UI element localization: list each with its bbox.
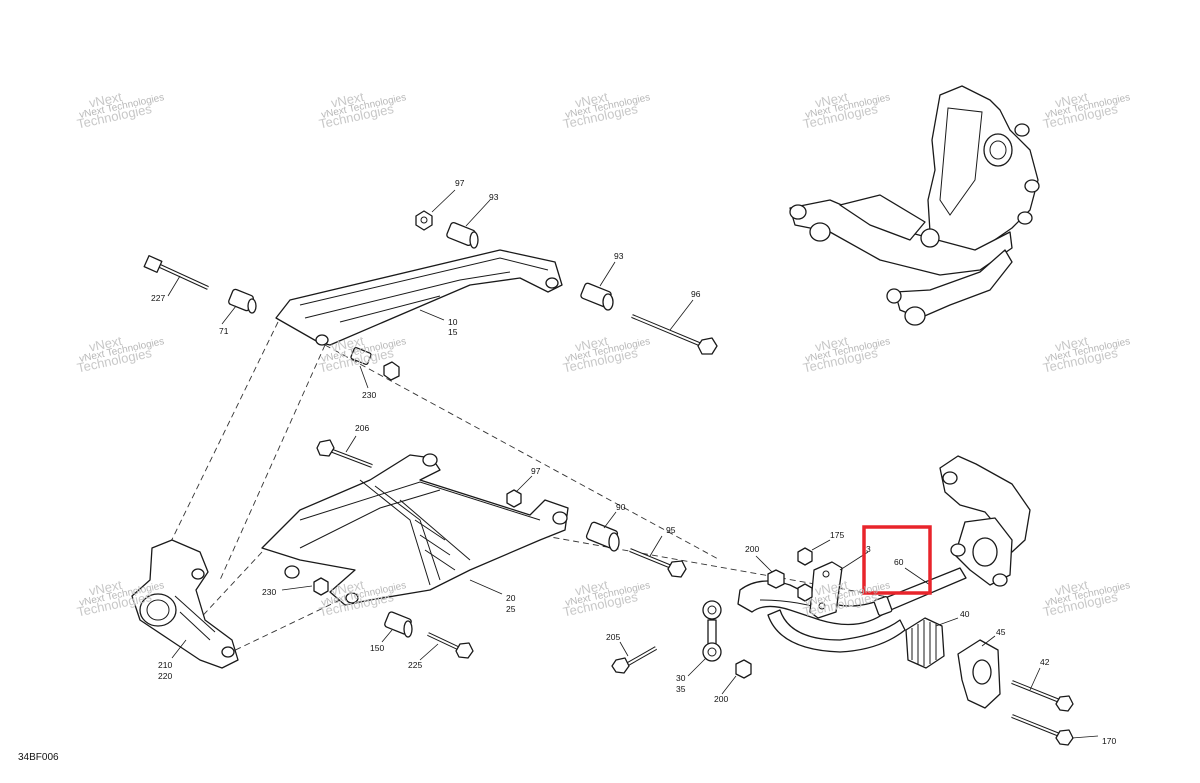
callout-97: 97 — [531, 466, 541, 476]
callout-175: 175 — [830, 530, 844, 540]
callout-45: 45 — [996, 627, 1006, 637]
callout-210: 210 — [158, 660, 172, 670]
svg-text:vNext: vNext — [1054, 89, 1090, 111]
callout-227: 227 — [151, 293, 165, 303]
callout-20: 20 — [506, 593, 516, 603]
leader-lines — [167, 189, 1099, 739]
bolt-206 — [316, 439, 373, 468]
bolt-170 — [1011, 714, 1074, 746]
callout-40: 40 — [960, 609, 970, 619]
bolt-227 — [143, 255, 209, 290]
nut-200-bottom — [735, 659, 752, 679]
callout-205: 205 — [606, 632, 620, 642]
callout-42: 42 — [1040, 657, 1050, 667]
callout-15: 15 — [448, 327, 458, 337]
bolt-205 — [611, 646, 657, 674]
callout-10: 10 — [448, 317, 458, 327]
upper-a-arm — [275, 249, 563, 346]
callout-150: 150 — [370, 643, 384, 653]
nut-230-lower — [313, 577, 329, 596]
svg-text:vNext: vNext — [814, 577, 850, 599]
svg-text:vNext: vNext — [814, 333, 850, 355]
bushing-40 — [905, 617, 945, 669]
bolt-42 — [1011, 680, 1074, 712]
svg-text:vNext: vNext — [574, 333, 610, 355]
svg-text:vNext: vNext — [1054, 577, 1090, 599]
svg-text:vNext: vNext — [330, 89, 366, 111]
bolt-96 — [631, 314, 718, 355]
callout-25: 25 — [506, 604, 516, 614]
svg-text:vNext: vNext — [88, 89, 124, 111]
callout-225: 225 — [408, 660, 422, 670]
nut-97-top — [415, 210, 433, 231]
callout-93: 93 — [489, 192, 499, 202]
svg-text:vNext: vNext — [330, 577, 366, 599]
callout-60: 60 — [894, 557, 904, 567]
bushing-90 — [585, 521, 620, 552]
callout-93: 93 — [614, 251, 624, 261]
nut-200-top — [767, 569, 785, 589]
svg-text:vNext: vNext — [1054, 333, 1090, 355]
bolt-95 — [629, 548, 687, 578]
svg-text:vNext: vNext — [88, 577, 124, 599]
bushing-71 — [228, 288, 257, 314]
bushing-93-right — [580, 282, 614, 311]
clamp-45 — [957, 639, 1001, 709]
callout-200: 200 — [714, 694, 728, 704]
bushing-150 — [384, 611, 413, 638]
knuckle — [131, 539, 239, 669]
callout-230: 230 — [262, 587, 276, 597]
callout-95: 95 — [666, 525, 676, 535]
nut-97-lower — [506, 489, 522, 508]
svg-text:vNext: vNext — [330, 333, 366, 355]
callout-230: 230 — [362, 390, 376, 400]
nuts-175 — [797, 547, 813, 602]
callout-labels: 97 93 93 96 227 71 10 15 230 206 97 90 9… — [151, 178, 1116, 746]
sway-bar-mount — [939, 455, 1031, 587]
plate-3 — [809, 561, 843, 619]
drawing-code: 34BF006 — [18, 752, 59, 763]
link-rod-30 — [702, 600, 722, 662]
callout-71: 71 — [219, 326, 229, 336]
highlight-box — [862, 525, 932, 595]
callout-200: 200 — [745, 544, 759, 554]
callout-206: 206 — [355, 423, 369, 433]
bushing-93-upper — [446, 221, 479, 249]
nut-230-top — [350, 347, 400, 381]
callout-170: 170 — [1102, 736, 1116, 746]
svg-text:vNext: vNext — [88, 333, 124, 355]
svg-text:vNext: vNext — [574, 89, 610, 111]
callout-96: 96 — [691, 289, 701, 299]
callout-30: 30 — [676, 673, 686, 683]
callout-3: 3 — [866, 544, 871, 554]
svg-text:vNext: vNext — [574, 577, 610, 599]
callout-97: 97 — [455, 178, 465, 188]
lower-a-arm — [261, 453, 569, 606]
callout-220: 220 — [158, 671, 172, 681]
svg-text:vNext: vNext — [814, 89, 850, 111]
assembled-view — [789, 85, 1040, 326]
callout-90: 90 — [616, 502, 626, 512]
bolt-225 — [427, 632, 474, 659]
callout-35: 35 — [676, 684, 686, 694]
